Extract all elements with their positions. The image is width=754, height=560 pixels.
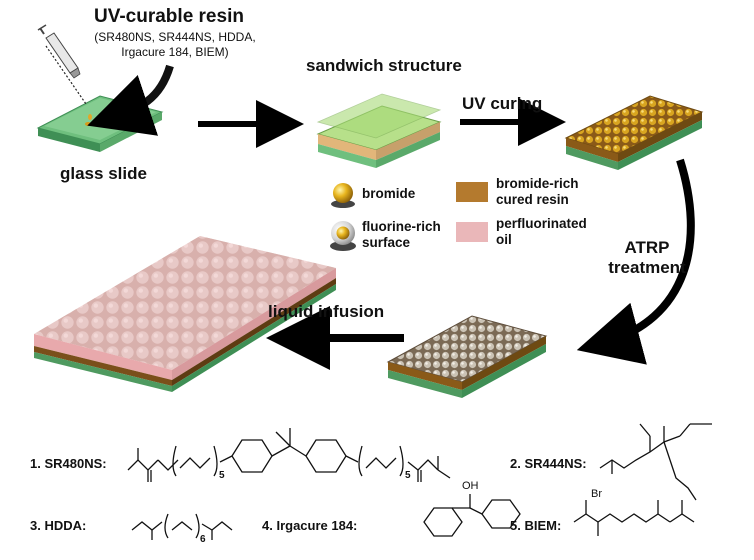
legend-cured-swatch	[456, 182, 488, 202]
label-glass-slide: glass slide	[60, 164, 147, 183]
label-br: Br	[591, 488, 602, 500]
subscript-6: 6	[200, 534, 206, 545]
legend-fluorine-label: fluorine-rich surface	[362, 219, 441, 251]
legend-oil-swatch	[456, 222, 488, 242]
structure-hdda	[131, 513, 233, 540]
legend-cured-label: bromide-rich cured resin	[496, 176, 579, 208]
chem-label-biem: 5. BIEM:	[510, 518, 562, 533]
subscript-5-right: 5	[405, 470, 411, 481]
label-atrp-line2: treatment	[608, 258, 686, 277]
structure-sr444ns	[599, 423, 712, 501]
structure-sr480ns	[127, 428, 451, 482]
structure-irgacure-184	[423, 494, 521, 537]
chem-label-sr444ns: 2. SR444NS:	[510, 456, 587, 471]
resin-components-line2: Irgacure 184, BIEM)	[121, 45, 229, 59]
resin-components: (SR480NS, SR444NS, HDDA, Irgacure 184, B…	[70, 30, 280, 60]
label-atrp-treatment: ATRP treatment	[592, 238, 702, 278]
cured-resin-illustration	[564, 95, 704, 170]
label-liquid-infusion: liquid infusion	[268, 302, 385, 321]
resin-title: UV-curable resin	[94, 6, 244, 27]
structure-biem	[573, 500, 695, 536]
chem-label-sr480ns: 1. SR480NS:	[30, 456, 107, 471]
chem-label-hdda: 3. HDDA:	[30, 518, 87, 533]
label-atrp-line1: ATRP	[624, 238, 670, 257]
syringe-icon	[37, 24, 87, 105]
label-sandwich-structure: sandwich structure	[306, 56, 462, 75]
arrow-atrp	[576, 158, 695, 365]
legend-fluorine-line2: surface	[362, 235, 411, 250]
legend-oil-line1: perfluorinated	[496, 216, 587, 231]
legend-bromide-symbol	[331, 183, 355, 208]
legend-fluorine-line1: fluorine-rich	[362, 219, 441, 234]
label-uv-curing: UV curing	[462, 94, 543, 113]
legend-oil-label: perfluorinated oil	[496, 216, 587, 248]
legend-oil-line2: oil	[496, 232, 512, 247]
legend-bromide-label: bromide	[362, 186, 416, 201]
legend-cured-line2: cured resin	[496, 192, 569, 207]
resin-components-line1: (SR480NS, SR444NS, HDDA,	[94, 30, 256, 44]
chem-label-irgacure: 4. Irgacure 184:	[262, 518, 358, 533]
sandwich-illustration	[316, 93, 442, 168]
legend-fluorine-symbol	[330, 221, 356, 251]
subscript-5-left: 5	[219, 470, 225, 481]
label-oh: OH	[462, 480, 479, 492]
legend-cured-line1: bromide-rich	[496, 176, 579, 191]
atrp-treated-illustration	[386, 315, 548, 398]
curved-arrow-resin	[87, 64, 174, 136]
